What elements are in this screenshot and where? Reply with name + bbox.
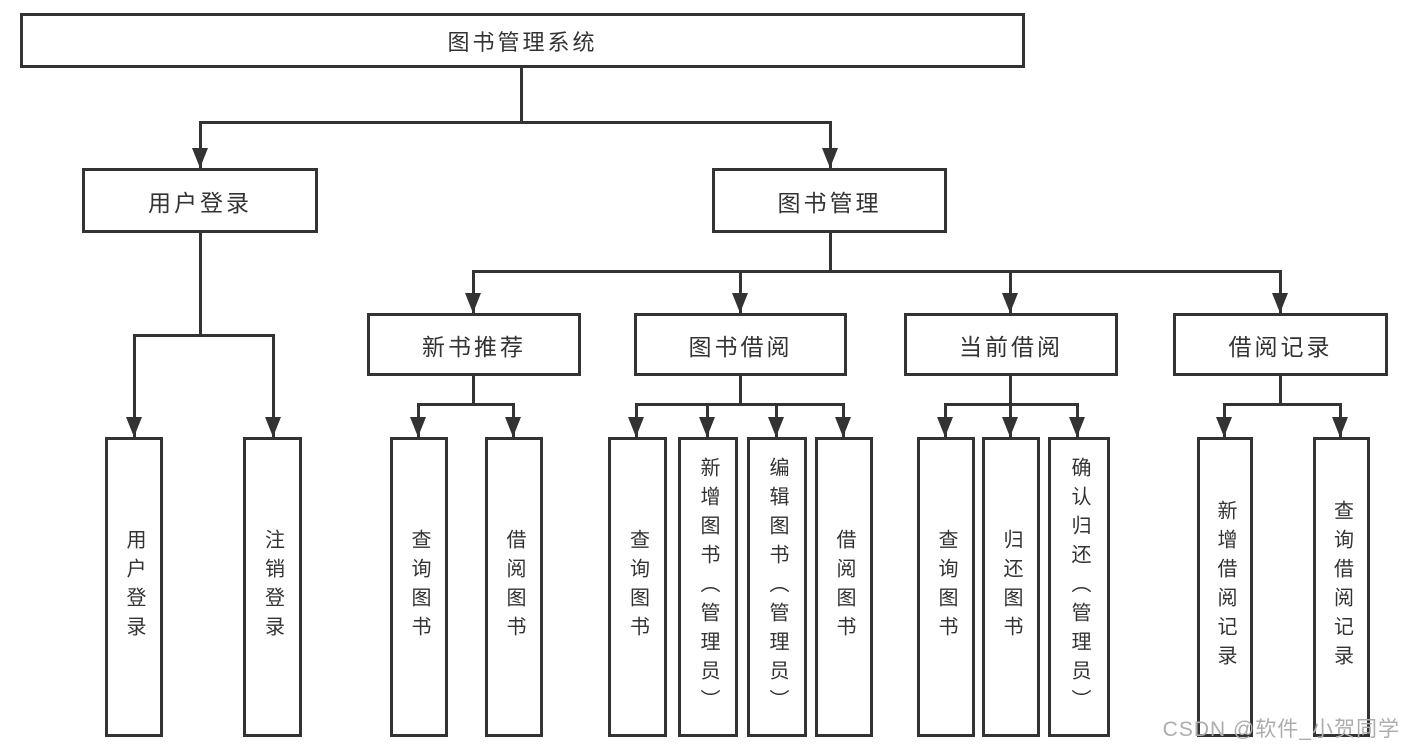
leaf-borrow-book: 借阅图书 [485,437,543,737]
connector-line [472,270,475,313]
leaf-label: 新增图书（管理员） [697,456,719,718]
connector-arrow-down [192,148,208,168]
connector-line [272,334,275,437]
node-book-borrowing: 图书借阅 [634,313,847,376]
csdn-watermark: CSDN @软件_小贺同学 [1162,718,1400,741]
leaf-label: 新增借阅记录 [1214,500,1236,674]
node-label: 当前借阅 [959,333,1063,360]
leaf-label: 借阅图书 [833,529,855,645]
leaf-label: 注销登录 [261,529,284,645]
node-user-login: 用户登录 [82,168,318,233]
connector-line [1009,270,1012,313]
connector-arrow-down [822,148,838,168]
connector-line [739,376,742,405]
leaf-label: 归还图书 [1000,529,1022,645]
connector-arrow-down [126,417,142,437]
leaf-label: 查询图书 [408,529,430,645]
leaf-user-login: 用户登录 [105,437,163,737]
leaf-query-book: 查询图书 [608,437,667,737]
leaf-add-borrow-record: 新增借阅记录 [1197,437,1253,737]
leaf-label: 用户登录 [123,529,145,645]
leaf-add-book-admin: 新增图书（管理员） [678,437,738,737]
connector-line [1223,403,1341,406]
connector-line [829,121,832,168]
connector-line [635,403,845,406]
connector-arrow-down [1069,417,1085,437]
connector-arrow-down [465,293,481,313]
node-label: 图书管理系统 [447,29,598,55]
node-label: 图书管理 [777,189,882,216]
node-label: 用户登录 [148,189,252,216]
node-new-book-recommend: 新书推荐 [367,313,581,376]
leaf-label: 查询图书 [935,529,957,645]
connector-arrow-down [505,417,521,437]
connector-line [739,270,742,313]
connector-line [1009,376,1012,405]
connector-arrow-down [1216,417,1232,437]
connector-arrow-down [628,417,644,437]
connector-line [199,121,202,168]
node-current-borrowing: 当前借阅 [904,313,1118,376]
connector-line [199,233,202,337]
leaf-edit-book-admin: 编辑图书（管理员） [747,437,807,737]
connector-arrow-down [410,417,426,437]
connector-line [133,334,275,337]
leaf-label: 借阅图书 [503,529,525,645]
connector-line [133,334,136,437]
connector-arrow-down [1272,293,1288,313]
connector-line [829,233,832,273]
connector-arrow-down [835,417,851,437]
connector-arrow-down [937,417,953,437]
connector-arrow-down [768,417,784,437]
connector-arrow-down [699,417,715,437]
connector-line [1279,270,1282,313]
connector-line [1279,376,1282,405]
connector-line [472,376,475,405]
connector-arrow-down [1002,293,1018,313]
leaf-label: 查询图书 [626,529,649,645]
leaf-logout: 注销登录 [243,437,302,737]
connector-arrow-down [732,293,748,313]
connector-arrow-down [1002,417,1018,437]
node-label: 新书推荐 [422,333,526,360]
node-label: 借阅记录 [1228,333,1333,360]
connector-arrow-down [265,417,281,437]
connector-line [199,121,832,124]
connector-arrow-down [1332,417,1348,437]
node-borrowing-records: 借阅记录 [1173,313,1388,376]
connector-line [417,403,515,406]
leaf-label: 编辑图书（管理员） [766,456,788,718]
leaf-query-book: 查询图书 [390,437,448,737]
node-label: 图书借阅 [688,333,793,360]
connector-line [520,68,523,123]
node-library-management-system: 图书管理系统 [20,13,1025,68]
leaf-borrow-book: 借阅图书 [815,437,873,737]
leaf-query-book: 查询图书 [917,437,975,737]
leaf-label: 确认归还（管理员） [1068,456,1090,718]
connector-line [472,270,1282,273]
leaf-confirm-return-admin: 确认归还（管理员） [1048,437,1110,737]
leaf-query-borrow-record: 查询借阅记录 [1313,437,1370,737]
node-book-management: 图书管理 [712,168,947,233]
leaf-label: 查询借阅记录 [1330,500,1353,674]
leaf-return-book: 归还图书 [982,437,1040,737]
